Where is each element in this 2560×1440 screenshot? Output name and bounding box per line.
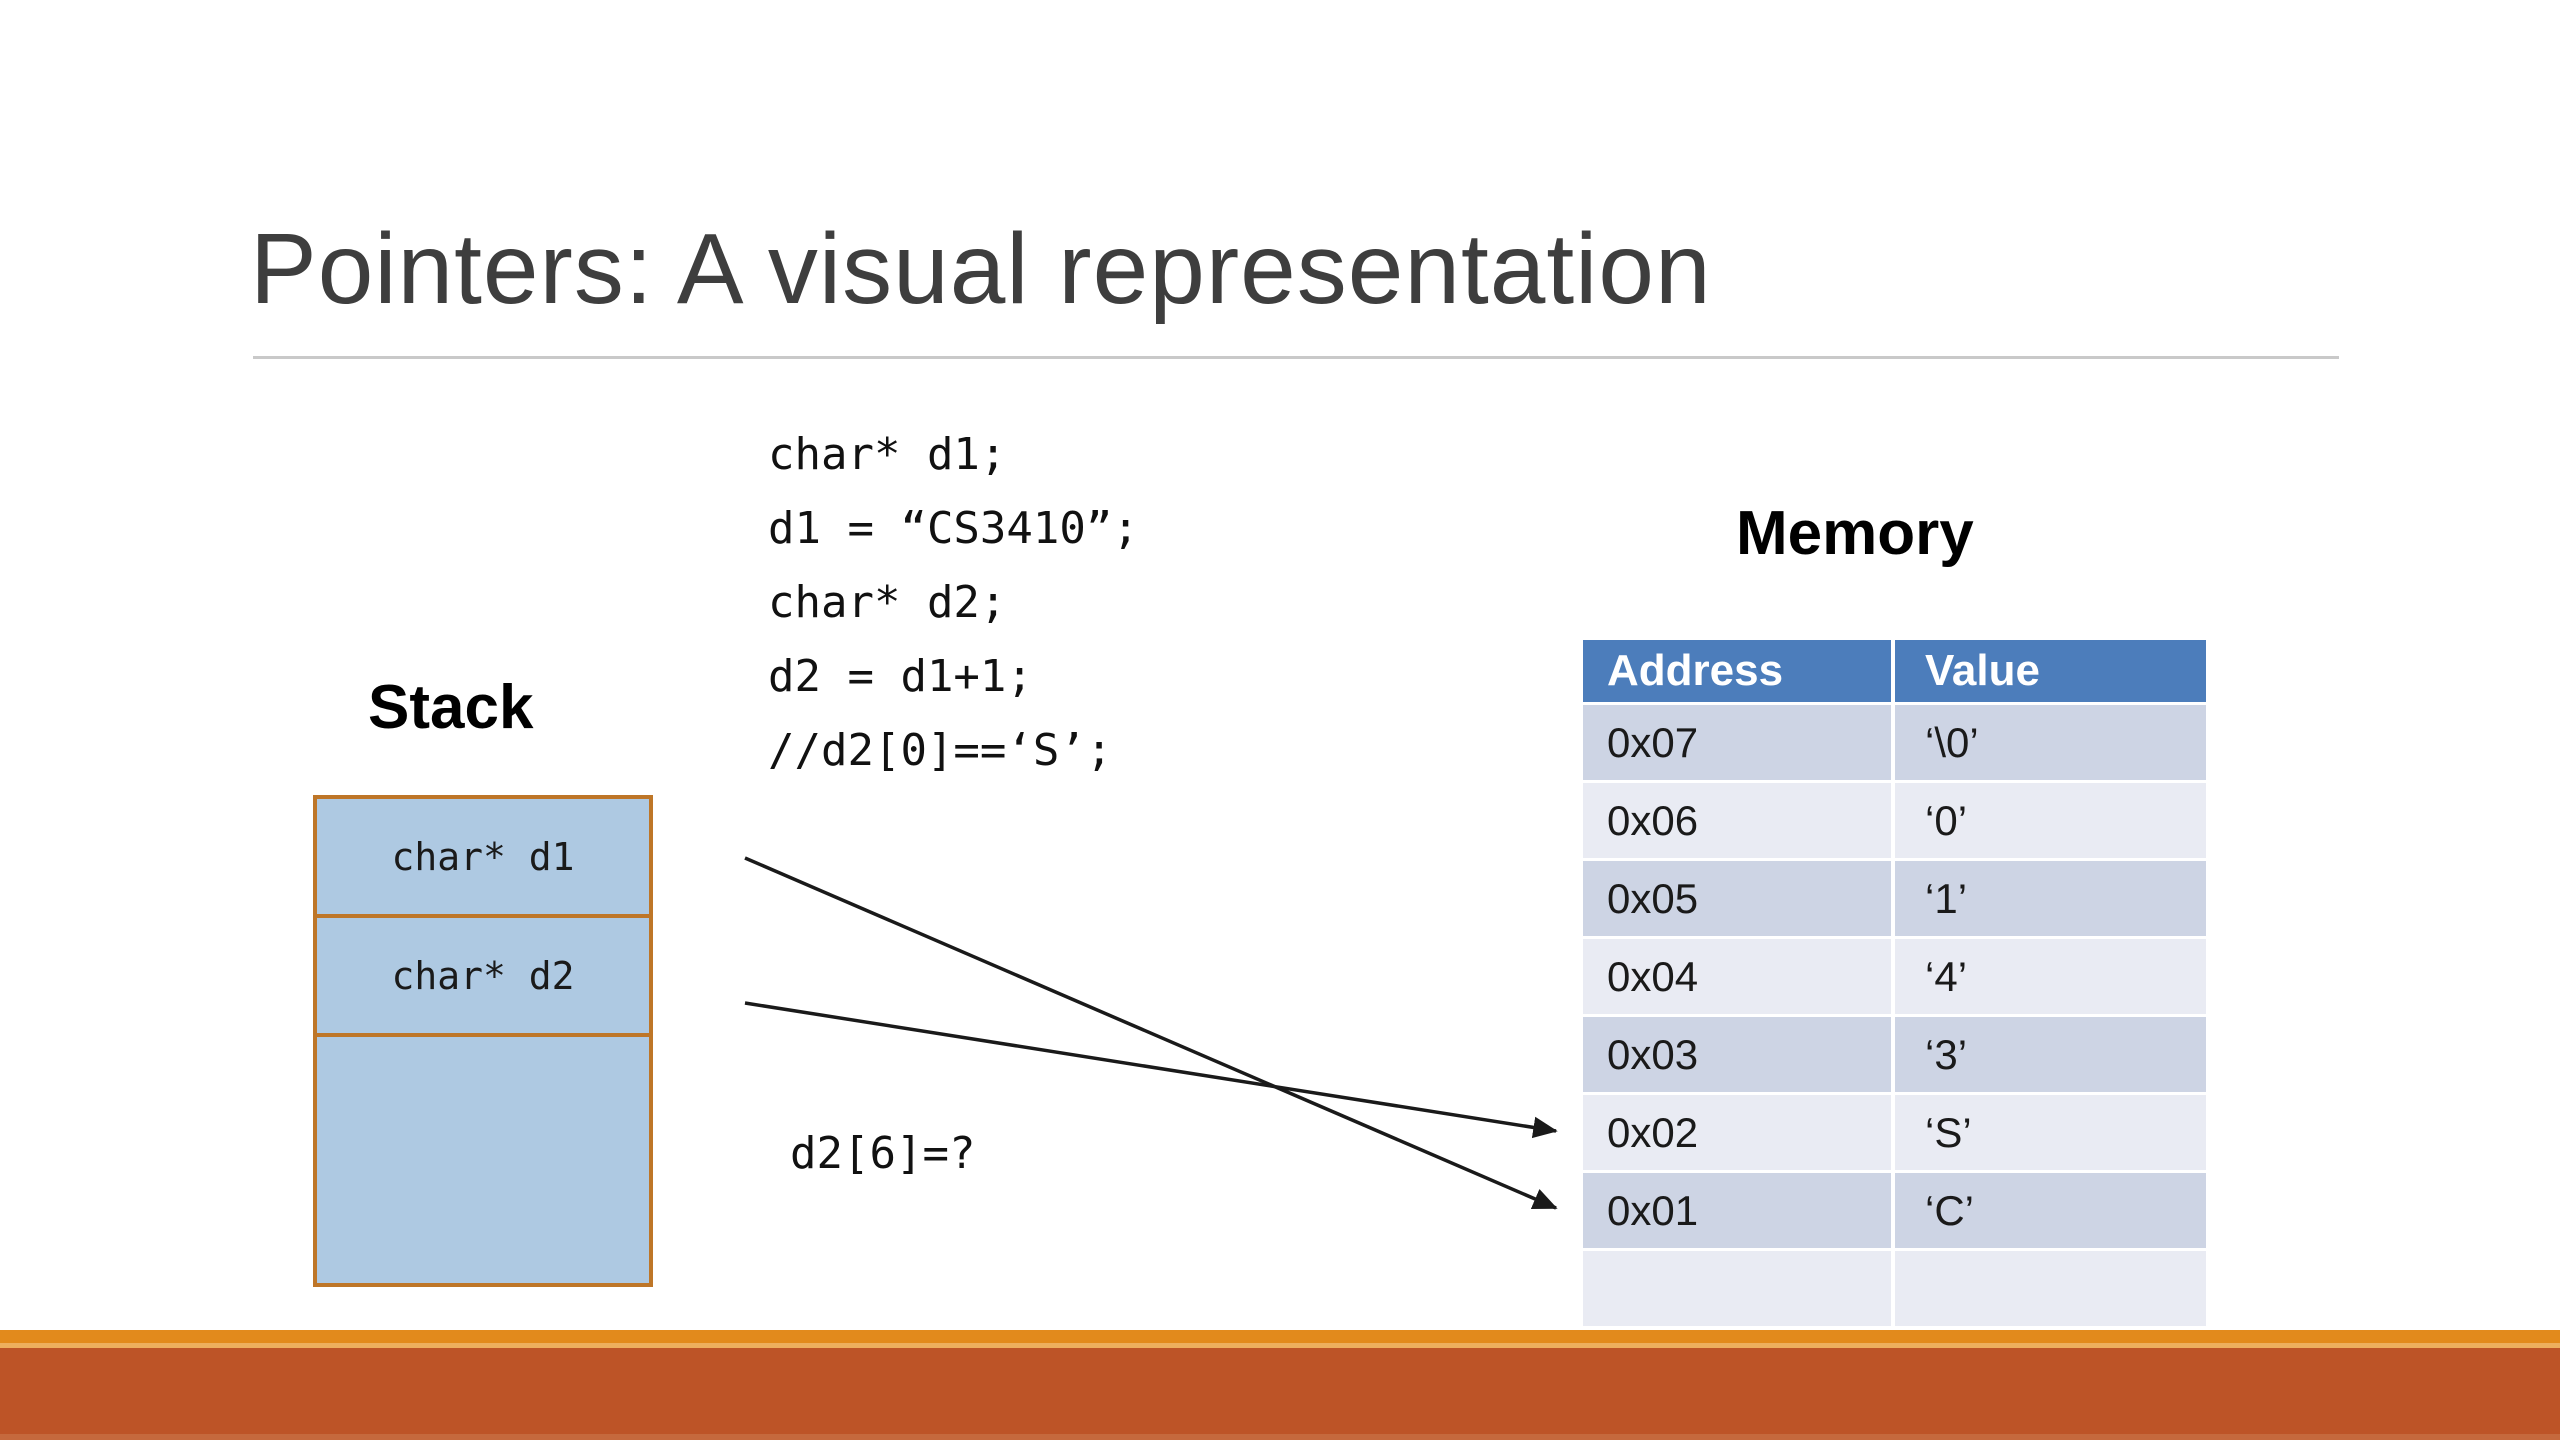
- code-line: char* d1;: [768, 429, 1007, 480]
- footer-bar: [0, 1348, 2560, 1440]
- page-title: Pointers: A visual representation: [250, 213, 1712, 325]
- address-cell: 0x07: [1583, 705, 1891, 780]
- stack-cell-empty: [317, 1037, 649, 1283]
- memory-row-0x06: 0x06‘0’: [1583, 783, 2206, 858]
- stack-label: Stack: [368, 673, 534, 742]
- value-cell: ‘\0’: [1895, 705, 2206, 780]
- address-cell: 0x06: [1583, 783, 1891, 858]
- memory-row-0x01: 0x01‘C’: [1583, 1173, 2206, 1248]
- title-underline: [253, 356, 2339, 359]
- code-line: char* d2;: [768, 577, 1007, 628]
- address-cell: [1583, 1251, 1891, 1326]
- footer-accent-strip: [0, 1330, 2560, 1343]
- value-cell: ‘1’: [1895, 861, 2206, 936]
- memory-row-0x05: 0x05‘1’: [1583, 861, 2206, 936]
- value-cell: [1895, 1251, 2206, 1326]
- address-cell: 0x04: [1583, 939, 1891, 1014]
- value-column-header: Value: [1895, 640, 2206, 702]
- value-cell: ‘3’: [1895, 1017, 2206, 1092]
- arrow-d2-to-0x02: [744, 1001, 1558, 1139]
- value-cell: ‘C’: [1895, 1173, 2206, 1248]
- memory-table-body: 0x07‘\0’0x06‘0’0x05‘1’0x04‘4’0x03‘3’0x02…: [1583, 705, 2206, 1326]
- memory-row-0x04: 0x04‘4’: [1583, 939, 2206, 1014]
- value-cell: ‘0’: [1895, 783, 2206, 858]
- memory-row-0x03: 0x03‘3’: [1583, 1017, 2206, 1092]
- address-column-header: Address: [1583, 640, 1891, 702]
- address-cell: 0x03: [1583, 1017, 1891, 1092]
- memory-table-header: Address Value: [1583, 640, 2206, 702]
- memory-label: Memory: [1736, 499, 1974, 568]
- stack-cell-d1: char* d1: [317, 799, 649, 918]
- value-cell: ‘4’: [1895, 939, 2206, 1014]
- code-line: //d2[0]==‘S’;: [768, 725, 1113, 776]
- footer-accent-glow: [0, 1343, 2560, 1348]
- footer-bar-edge: [0, 1434, 2560, 1440]
- memory-row-0x02: 0x02‘S’: [1583, 1095, 2206, 1170]
- memory-row-0x07: 0x07‘\0’: [1583, 705, 2206, 780]
- d2-index-annotation: d2[6]=?: [790, 1128, 976, 1179]
- code-line: d2 = d1+1;: [768, 651, 1033, 702]
- memory-row-empty: [1583, 1251, 2206, 1326]
- memory-table: Address Value 0x07‘\0’0x06‘0’0x05‘1’0x04…: [1583, 640, 2206, 1326]
- code-line: d1 = “CS3410”;: [768, 503, 1139, 554]
- value-cell: ‘S’: [1895, 1095, 2206, 1170]
- address-cell: 0x05: [1583, 861, 1891, 936]
- stack-cell-d2: char* d2: [317, 918, 649, 1037]
- address-cell: 0x01: [1583, 1173, 1891, 1248]
- address-cell: 0x02: [1583, 1095, 1891, 1170]
- code-block: char* d1; d1 = “CS3410”; char* d2; d2 = d1+…: [768, 418, 1139, 788]
